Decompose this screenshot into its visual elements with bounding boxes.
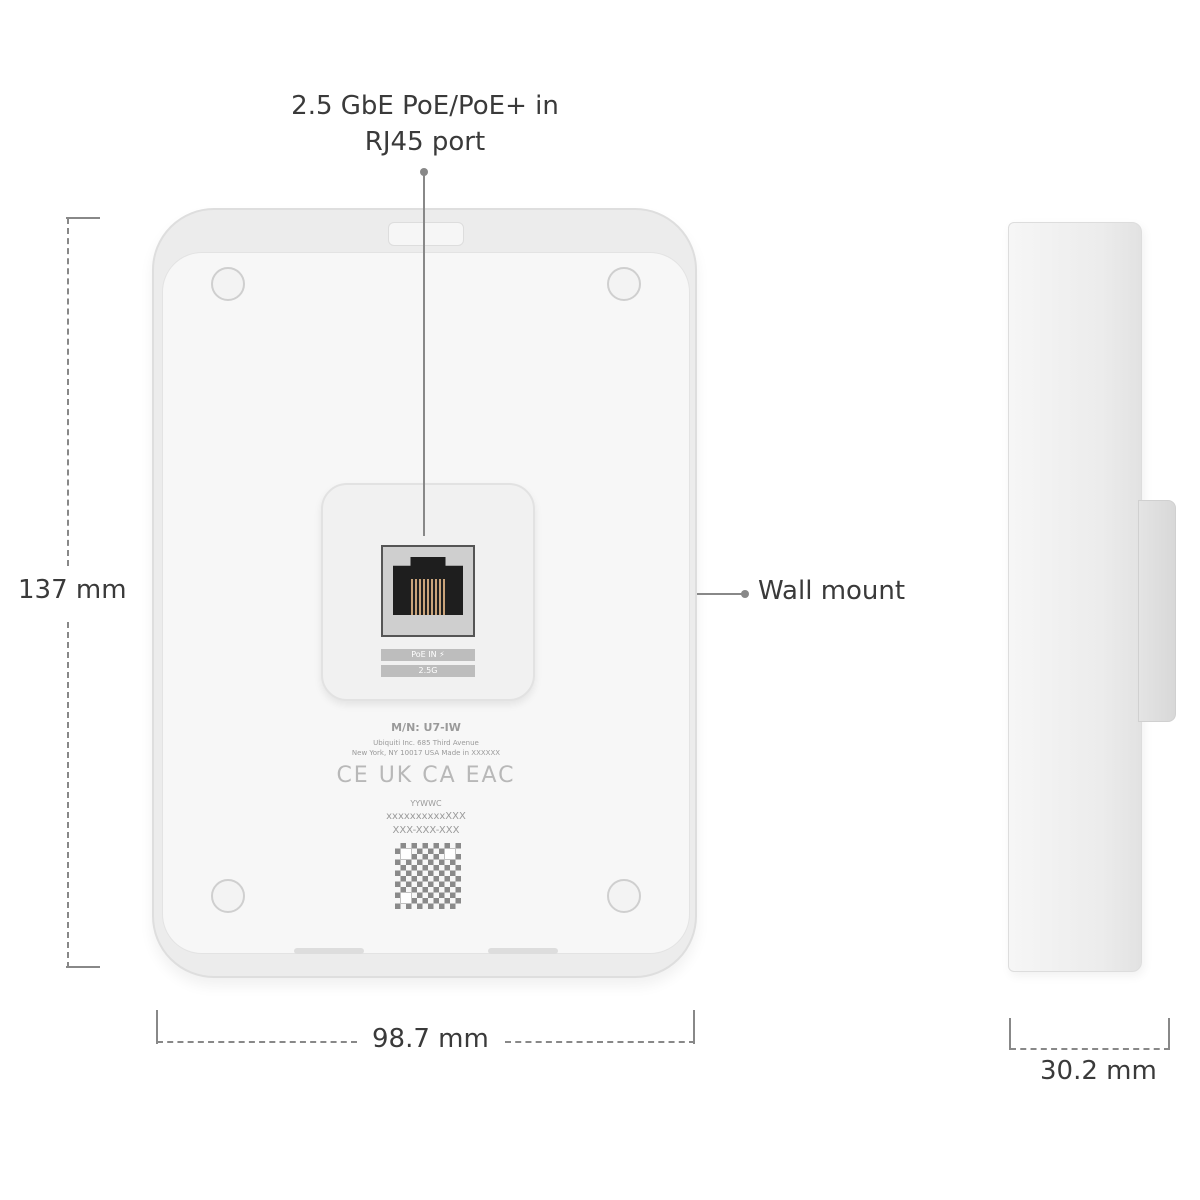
dimension-tick	[693, 1010, 695, 1044]
port-callout-line2: RJ45 port	[364, 127, 486, 157]
wall-mount-bracket	[1138, 500, 1176, 722]
bottom-slot	[488, 948, 558, 954]
leader-dot	[741, 590, 749, 598]
rj45-socket-icon	[393, 557, 463, 615]
model-number: M/N: U7-IW	[391, 721, 461, 734]
height-dimension-label: 137 mm	[18, 575, 127, 605]
bottom-slot	[294, 948, 364, 954]
height-dimension-line	[67, 218, 69, 566]
regulatory-label: M/N: U7-IW Ubiquiti Inc. 685 Third Avenu…	[303, 721, 549, 921]
rj45-port[interactable]	[381, 545, 475, 637]
top-clip	[388, 222, 464, 246]
dimension-tick	[66, 966, 100, 968]
screw-hole-icon	[607, 267, 641, 301]
wall-mount-leader-line	[697, 593, 745, 595]
screw-hole-icon	[211, 267, 245, 301]
screw-hole-icon	[211, 879, 245, 913]
port-module: PoE IN ⚡ 2.5G	[321, 483, 535, 701]
leader-dot	[420, 168, 428, 176]
certification-marks: CE UK CA EAC	[336, 763, 516, 788]
port-leader-line	[423, 172, 425, 536]
device-side	[1008, 222, 1142, 972]
speed-label: 2.5G	[381, 665, 475, 677]
port-callout: 2.5 GbE PoE/PoE+ in RJ45 port	[260, 88, 590, 160]
dimension-tick	[156, 1010, 158, 1044]
depth-dimension-label: 30.2 mm	[1040, 1056, 1157, 1086]
dimension-tick	[66, 217, 100, 219]
wall-mount-callout: Wall mount	[758, 576, 906, 606]
qr-code-icon	[395, 843, 461, 909]
width-dimension-line	[505, 1041, 695, 1043]
date-code: YYWWC	[410, 799, 442, 808]
back-plate: PoE IN ⚡ 2.5G M/N: U7-IW Ubiquiti Inc. 6…	[162, 252, 690, 954]
poe-in-label: PoE IN ⚡	[381, 649, 475, 661]
width-dimension-line	[157, 1041, 357, 1043]
width-dimension-label: 98.7 mm	[372, 1024, 489, 1054]
height-dimension-line	[67, 622, 69, 968]
address-line1: Ubiquiti Inc. 685 Third Avenue	[373, 739, 479, 747]
port-callout-line1: 2.5 GbE PoE/PoE+ in	[291, 91, 559, 121]
device-code: XXX-XXX-XXX	[392, 825, 460, 836]
depth-dimension-line	[1010, 1048, 1170, 1050]
serial-number: xxxxxxxxxxXXX	[386, 811, 466, 822]
dimension-tick	[1009, 1018, 1011, 1050]
dimension-tick	[1168, 1018, 1170, 1050]
address-line2: New York, NY 10017 USA Made in XXXXXX	[351, 749, 501, 757]
screw-hole-icon	[607, 879, 641, 913]
